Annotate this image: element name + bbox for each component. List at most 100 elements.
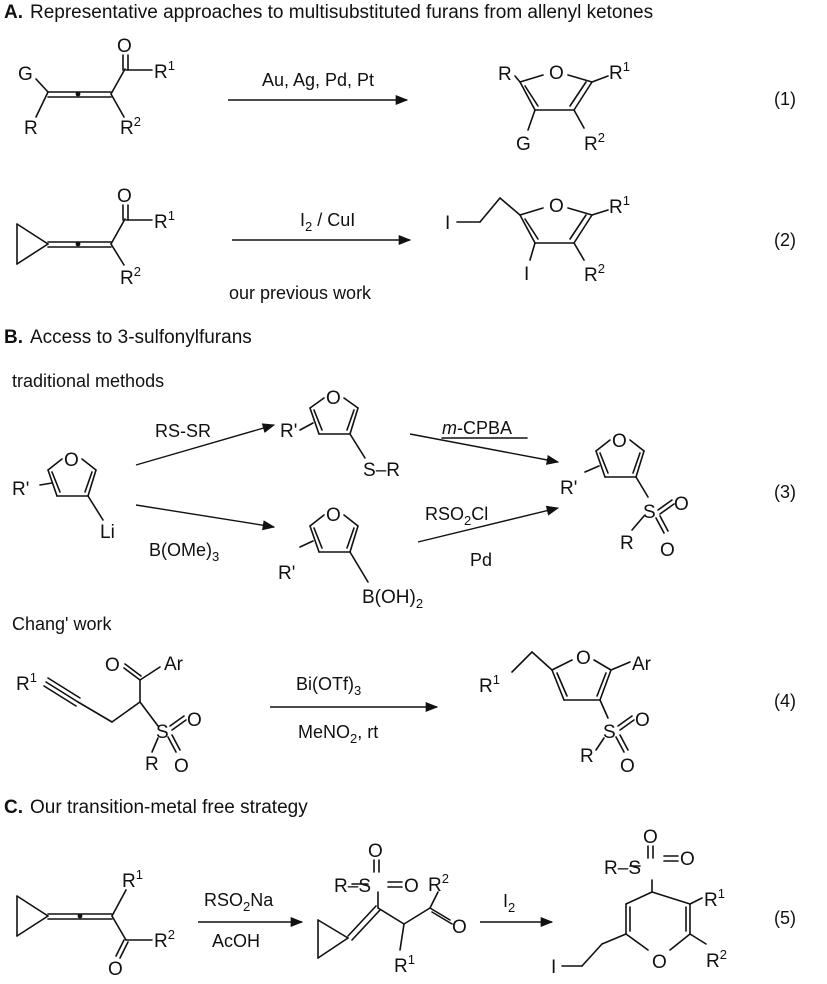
eq4-bi-otf3: Bi(OTf)3	[296, 674, 361, 698]
eq3-boronic-rprime: R'	[278, 563, 295, 584]
eq4-prod-o1: O	[635, 710, 650, 731]
eq1-o-label: O	[117, 36, 132, 57]
eq2-furan-product	[456, 197, 609, 261]
eq5-sm-r1: R1	[122, 867, 143, 892]
section-b-letter: B.	[4, 327, 23, 348]
eq2-prod-r1: R1	[609, 193, 630, 218]
eq4-o-label: O	[105, 655, 120, 676]
eq4-ar-label: Ar	[164, 654, 184, 675]
traditional-methods-label: traditional methods	[12, 371, 164, 391]
eq3-product-o1: O	[674, 494, 689, 515]
eq3-product-r: R	[620, 533, 634, 554]
eq3-lithiofuran-rprime: R'	[12, 479, 29, 500]
eq2-prod-r2: R2	[584, 261, 605, 286]
eq4-s-label: S	[156, 722, 169, 743]
eq4-alkynyl-ketone	[43, 663, 187, 753]
eq5-allenyl-ketone	[16, 889, 153, 959]
eq5-intermediate	[317, 859, 453, 959]
eq5-prod-o-top: O	[643, 827, 658, 848]
section-a-title: Representative approaches to multisubsti…	[30, 2, 653, 23]
eq3-product-s: S	[643, 502, 656, 523]
eq5-rso2na: RSO2Na	[204, 890, 274, 914]
eq4-prod-r: R	[580, 746, 594, 767]
eq2-r1-label: R1	[154, 208, 175, 233]
eq3-li-label: Li	[100, 522, 115, 543]
eq3-product-o: O	[612, 431, 627, 452]
eq3-thiofuran	[299, 397, 366, 459]
eq3-pd: Pd	[470, 550, 492, 570]
eq3-number: (3)	[774, 482, 796, 502]
eq2-allenyl-ketone	[16, 204, 153, 266]
eq5-int-o-side: O	[404, 876, 419, 897]
eq3-lithiofuran-o: O	[64, 450, 79, 471]
eq3-arrow-upper	[135, 423, 276, 466]
eq3-thio-s-r: S–R	[363, 460, 400, 481]
eq1-number: (1)	[774, 89, 796, 109]
eq5-prod-furan-o: O	[652, 952, 667, 973]
eq2-number: (2)	[774, 230, 796, 250]
eq4-o2-label: O	[174, 756, 189, 777]
eq1-prod-r2: R2	[584, 130, 605, 155]
eq4-prod-ar: Ar	[632, 654, 652, 675]
eq2-previous-work: our previous work	[229, 283, 372, 303]
eq5-prod-r-s: R–S	[604, 858, 641, 879]
eq1-r2-label: R2	[120, 114, 141, 139]
eq5-number: (5)	[774, 908, 796, 928]
eq1-prod-g: G	[516, 134, 531, 155]
eq1-conditions: Au, Ag, Pd, Pt	[262, 70, 374, 90]
eq3-thiofuran-o: O	[326, 388, 341, 409]
eq1-furan-product	[514, 74, 609, 131]
eq2-prod-i-ring: I	[524, 264, 529, 285]
eq5-furan-product	[561, 845, 707, 967]
eq5-int-r-s: R–S	[334, 876, 371, 897]
eq5-sm-o: O	[108, 959, 123, 980]
eq1-prod-r1: R1	[609, 59, 630, 84]
eq5-int-o-ketone: O	[452, 917, 467, 938]
eq4-furan-o: O	[576, 648, 591, 669]
eq2-furan-o: O	[549, 196, 564, 217]
eq4-prod-o2: O	[620, 756, 635, 777]
eq3-bome3: B(OMe)3	[149, 540, 219, 564]
eq5-prod-r2: R2	[706, 947, 727, 972]
eq2-r2-label: R2	[120, 264, 141, 289]
eq1-allenyl-ketone	[35, 54, 153, 118]
eq3-product-o2: O	[660, 540, 675, 561]
eq2-conditions: I2 / CuI	[300, 210, 355, 234]
section-c-letter: C.	[4, 797, 23, 818]
eq3-rso2cl: RSO2Cl	[425, 504, 488, 528]
eq2-prod-i-chain: I	[445, 213, 450, 234]
eq4-number: (4)	[774, 691, 796, 711]
eq1-g-label: G	[18, 64, 33, 85]
eq3-arrow-lower	[135, 504, 276, 531]
eq3-boronic-acid-furan	[299, 514, 369, 583]
eq2-o-label: O	[117, 186, 132, 207]
eq3-boh2: B(OH)2	[362, 587, 423, 611]
eq1-r1-label: R1	[154, 58, 175, 83]
eq1-prod-r: R	[498, 64, 512, 85]
eq4-furan-product	[511, 651, 635, 753]
eq4-r-label: R	[145, 754, 159, 775]
eq4-o1-label: O	[187, 710, 202, 731]
section-a-letter: A.	[4, 2, 23, 23]
eq3-sulfonylfuran-product	[584, 439, 675, 534]
eq3-arrow-mcpba	[409, 433, 560, 465]
eq3-lithiofuran	[39, 458, 104, 521]
eq5-sm-r2: R2	[154, 927, 175, 952]
eq3-thiofuran-rprime: R'	[280, 421, 297, 442]
eq4-r1-label: R1	[16, 670, 37, 695]
eq4-prod-s: S	[603, 722, 616, 743]
eq4-meno2: MeNO2, rt	[298, 722, 378, 746]
eq5-int-r2: R2	[428, 871, 449, 896]
eq4-prod-r1: R1	[479, 672, 500, 697]
eq1-furan-o: O	[549, 63, 564, 84]
eq3-arrow-rso2cl	[417, 505, 560, 543]
eq5-prod-r1: R1	[704, 886, 725, 911]
eq3-boronic-o: O	[326, 505, 341, 526]
eq1-r-label: R	[24, 118, 38, 139]
eq3-product-rprime: R'	[560, 478, 577, 499]
eq5-acoh: AcOH	[212, 931, 260, 951]
eq5-int-r1: R1	[394, 952, 415, 977]
chang-work-label: Chang' work	[12, 614, 112, 634]
eq5-i2: I2	[503, 891, 515, 915]
